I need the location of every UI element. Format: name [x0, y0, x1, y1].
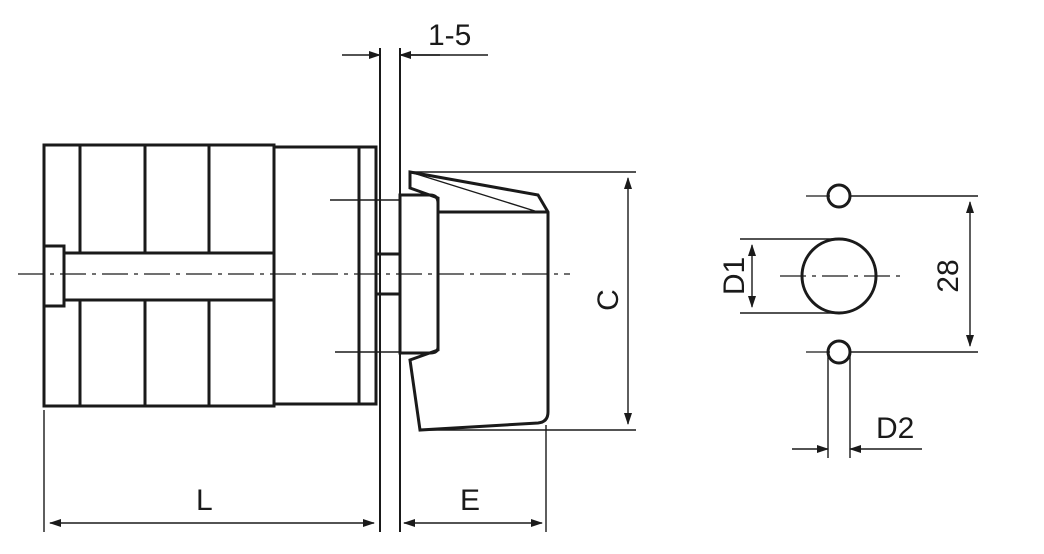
handle — [398, 170, 550, 432]
mounting-block — [272, 145, 361, 406]
fixing-pin-hole — [826, 183, 852, 209]
height-label: C — [592, 289, 625, 311]
handle-grip — [408, 170, 550, 432]
depth-label: E — [460, 484, 480, 517]
panel-cutout — [780, 183, 900, 365]
shaft-end — [42, 244, 66, 308]
switch-body — [42, 143, 402, 408]
gap-label: 1-5 — [428, 19, 471, 52]
fixing-pin-hole — [826, 339, 852, 365]
handle-edge — [409, 171, 539, 213]
shaft-slot — [64, 253, 278, 300]
hole-diameter-label: D1 — [718, 257, 751, 295]
handle-edge — [419, 422, 539, 431]
mounting-flange — [357, 145, 378, 406]
length-label: L — [196, 484, 213, 517]
pitch-label: 28 — [932, 259, 965, 292]
pin-diameter-label: D2 — [876, 412, 914, 445]
